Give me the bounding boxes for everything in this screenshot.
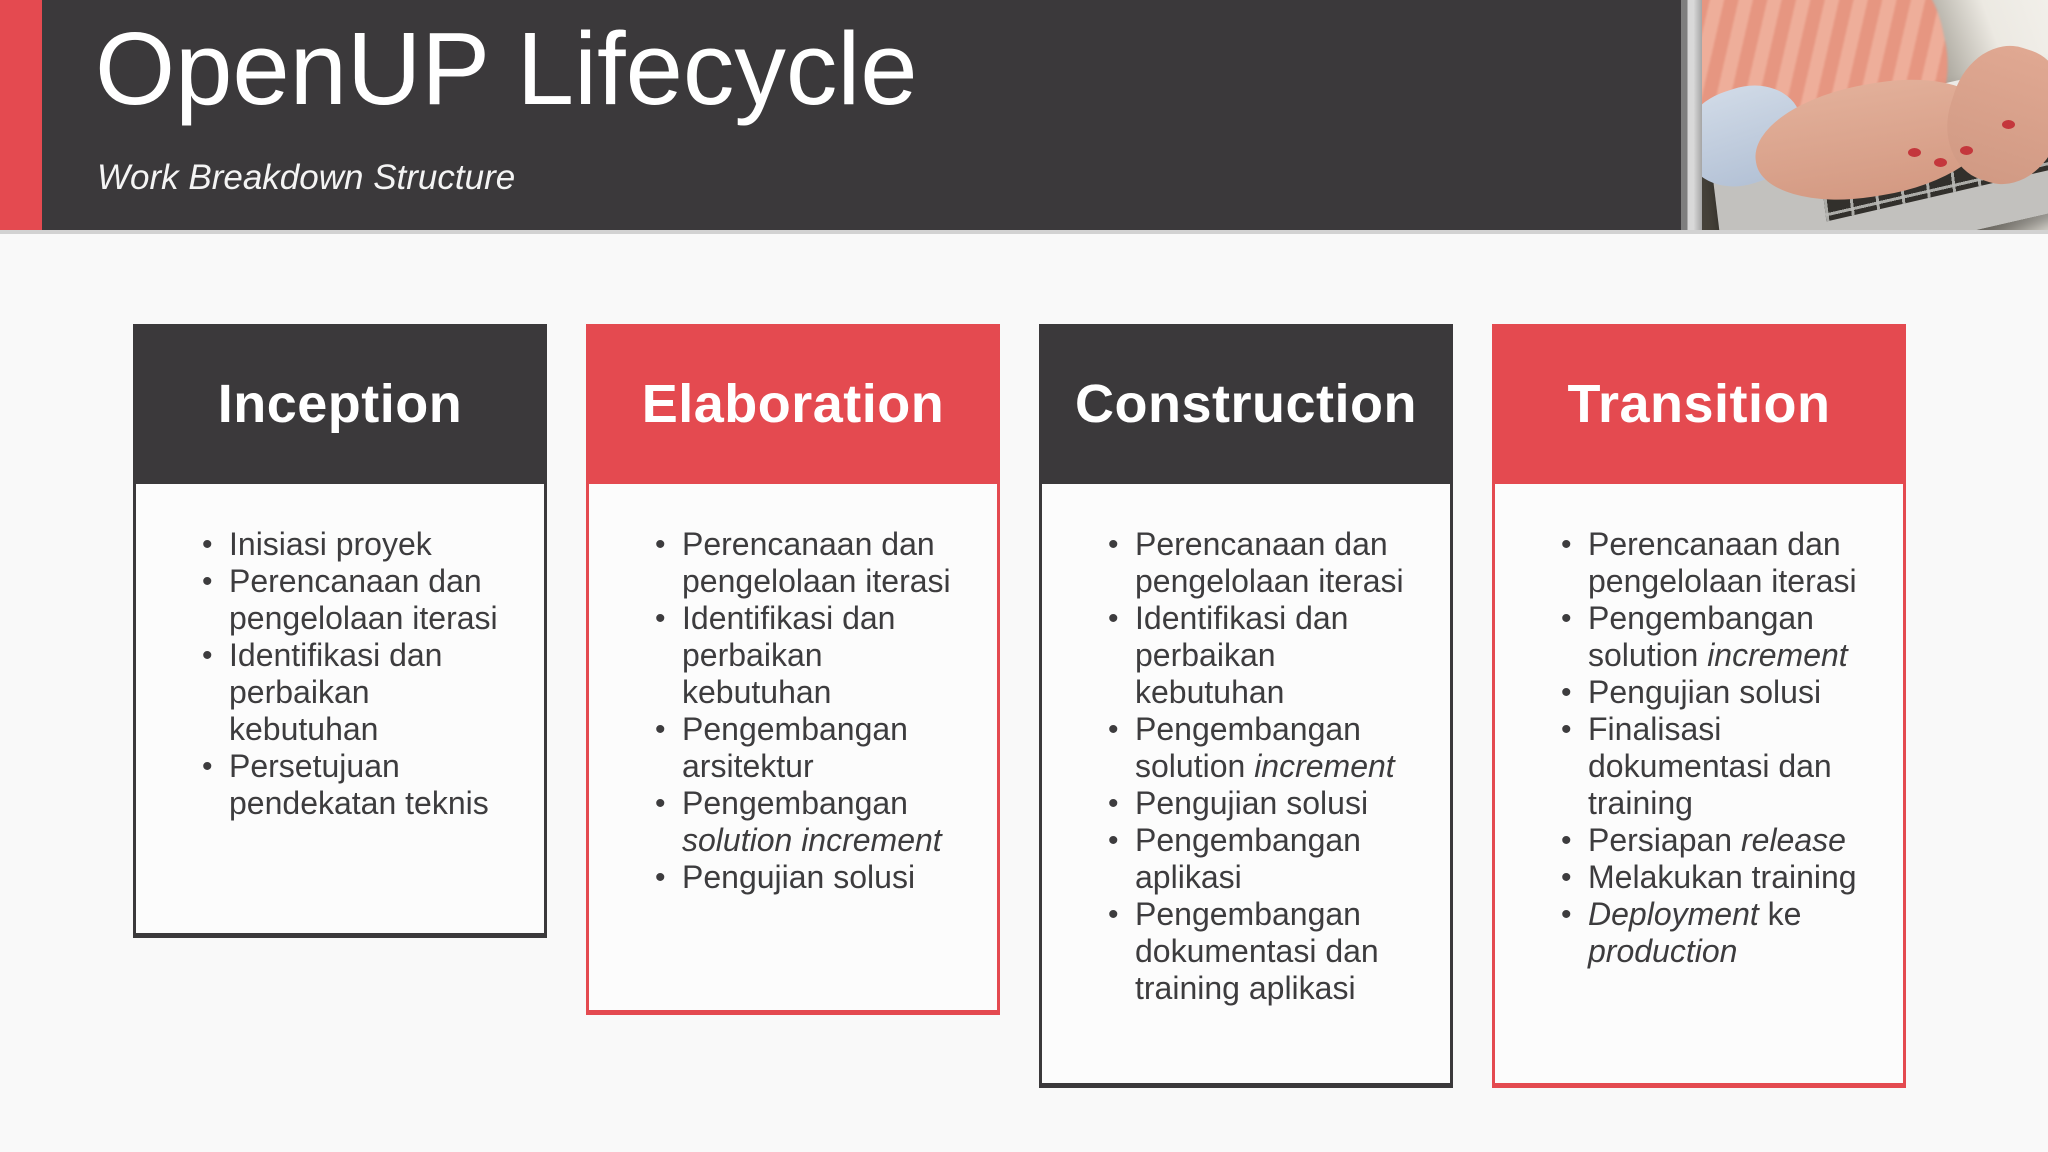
task-text: Pengujian solusi — [1588, 674, 1822, 710]
task-text: Perencanaan dan pengelolaan iterasi — [1588, 526, 1857, 599]
phase-column-construction: Construction Perencanaan dan pengelolaan… — [1039, 324, 1453, 1088]
task-text: Perencanaan dan pengelolaan iterasi — [682, 526, 951, 599]
task-text: Pengujian solusi — [682, 859, 916, 895]
task-item: Finalisasi dokumentasi dan training — [1559, 711, 1873, 822]
task-text: Pengembangan arsitektur — [682, 711, 908, 784]
phase-body-transition: Perencanaan dan pengelolaan iterasiPenge… — [1492, 484, 1906, 1088]
task-item: Pengembangan solution increment — [1559, 600, 1873, 674]
task-item: Persetujuan pendekatan teknis — [200, 748, 514, 822]
task-text: Identifikasi dan perbaikan kebutuhan — [682, 600, 896, 710]
task-item: Identifikasi dan perbaikan kebutuhan — [200, 637, 514, 748]
task-text-italic: solution increment — [682, 822, 942, 858]
phase-title-construction: Construction — [1039, 324, 1453, 484]
task-item: Pengujian solusi — [653, 859, 967, 896]
task-text: Perencanaan dan pengelolaan iterasi — [229, 563, 498, 636]
task-text-italic: increment — [1254, 748, 1395, 784]
task-text: Pengembangan aplikasi — [1135, 822, 1361, 895]
task-item: Perencanaan dan pengelolaan iterasi — [1106, 526, 1420, 600]
phase-title-elaboration: Elaboration — [586, 324, 1000, 484]
task-text-italic: increment — [1707, 637, 1848, 673]
phase-column-transition: Transition Perencanaan dan pengelolaan i… — [1492, 324, 1906, 1088]
task-item: Pengujian solusi — [1106, 785, 1420, 822]
task-item: Pengembangan solution increment — [653, 785, 967, 859]
phase-body-elaboration: Perencanaan dan pengelolaan iterasiIdent… — [586, 484, 1000, 1015]
task-item: Perencanaan dan pengelolaan iterasi — [653, 526, 967, 600]
task-item: Perencanaan dan pengelolaan iterasi — [1559, 526, 1873, 600]
slide-header: OpenUP Lifecycle Work Breakdown Structur… — [0, 0, 2048, 234]
task-text: Perencanaan dan pengelolaan iterasi — [1135, 526, 1404, 599]
photo-nail — [2002, 120, 2015, 129]
phase-title-inception: Inception — [133, 324, 547, 484]
slide-title: OpenUP Lifecycle — [95, 11, 918, 126]
task-list: Perencanaan dan pengelolaan iterasiPenge… — [1495, 484, 1903, 970]
task-item: Pengembangan aplikasi — [1106, 822, 1420, 896]
task-list: Inisiasi proyekPerencanaan dan pengelola… — [136, 484, 544, 822]
header-photo-divider — [1681, 0, 1702, 230]
task-text-italic: Deployment — [1588, 896, 1759, 932]
task-item: Inisiasi proyek — [200, 526, 514, 563]
phase-body-construction: Perencanaan dan pengelolaan iterasiIdent… — [1039, 484, 1453, 1088]
task-list: Perencanaan dan pengelolaan iterasiIdent… — [589, 484, 997, 896]
task-text: Finalisasi dokumentasi dan training — [1588, 711, 1832, 821]
task-item: Melakukan training — [1559, 859, 1873, 896]
slide-subtitle: Work Breakdown Structure — [97, 158, 516, 197]
task-text-italic: production — [1588, 933, 1738, 969]
task-item: Pengembangan arsitektur — [653, 711, 967, 785]
task-text: ke — [1758, 896, 1802, 932]
photo-nail — [1960, 146, 1973, 155]
task-text: Pengembangan solution — [1135, 711, 1361, 784]
task-text: Pengembangan solution — [1588, 600, 1814, 673]
task-item: Persiapan release — [1559, 822, 1873, 859]
task-text: Persiapan — [1588, 822, 1741, 858]
phase-column-elaboration: Elaboration Perencanaan dan pengelolaan … — [586, 324, 1000, 1015]
photo-nail — [1934, 158, 1947, 167]
task-item: Perencanaan dan pengelolaan iterasi — [200, 563, 514, 637]
task-text: Pengujian solusi — [1135, 785, 1369, 821]
task-text: Pengembangan — [682, 785, 908, 821]
task-item: Deployment ke production — [1559, 896, 1873, 970]
task-text: Persetujuan pendekatan teknis — [229, 748, 489, 821]
phase-title-transition: Transition — [1492, 324, 1906, 484]
task-text: Inisiasi proyek — [229, 526, 432, 562]
task-text: Melakukan training — [1588, 859, 1857, 895]
task-item: Pengembangan solution increment — [1106, 711, 1420, 785]
photo-nail — [1908, 148, 1921, 157]
header-photo — [1702, 0, 2048, 230]
task-item: Identifikasi dan perbaikan kebutuhan — [1106, 600, 1420, 711]
phase-columns: Inception Inisiasi proyekPerencanaan dan… — [0, 324, 2048, 1152]
task-text: Identifikasi dan perbaikan kebutuhan — [229, 637, 443, 747]
task-text: Identifikasi dan perbaikan kebutuhan — [1135, 600, 1349, 710]
task-text-italic: release — [1740, 822, 1846, 858]
task-text: Pengembangan dokumentasi dan training ap… — [1135, 896, 1379, 1006]
task-item: Pengembangan dokumentasi dan training ap… — [1106, 896, 1420, 1007]
task-item: Identifikasi dan perbaikan kebutuhan — [653, 600, 967, 711]
accent-stripe — [0, 0, 42, 230]
task-list: Perencanaan dan pengelolaan iterasiIdent… — [1042, 484, 1450, 1007]
phase-body-inception: Inisiasi proyekPerencanaan dan pengelola… — [133, 484, 547, 938]
task-item: Pengujian solusi — [1559, 674, 1873, 711]
phase-column-inception: Inception Inisiasi proyekPerencanaan dan… — [133, 324, 547, 938]
